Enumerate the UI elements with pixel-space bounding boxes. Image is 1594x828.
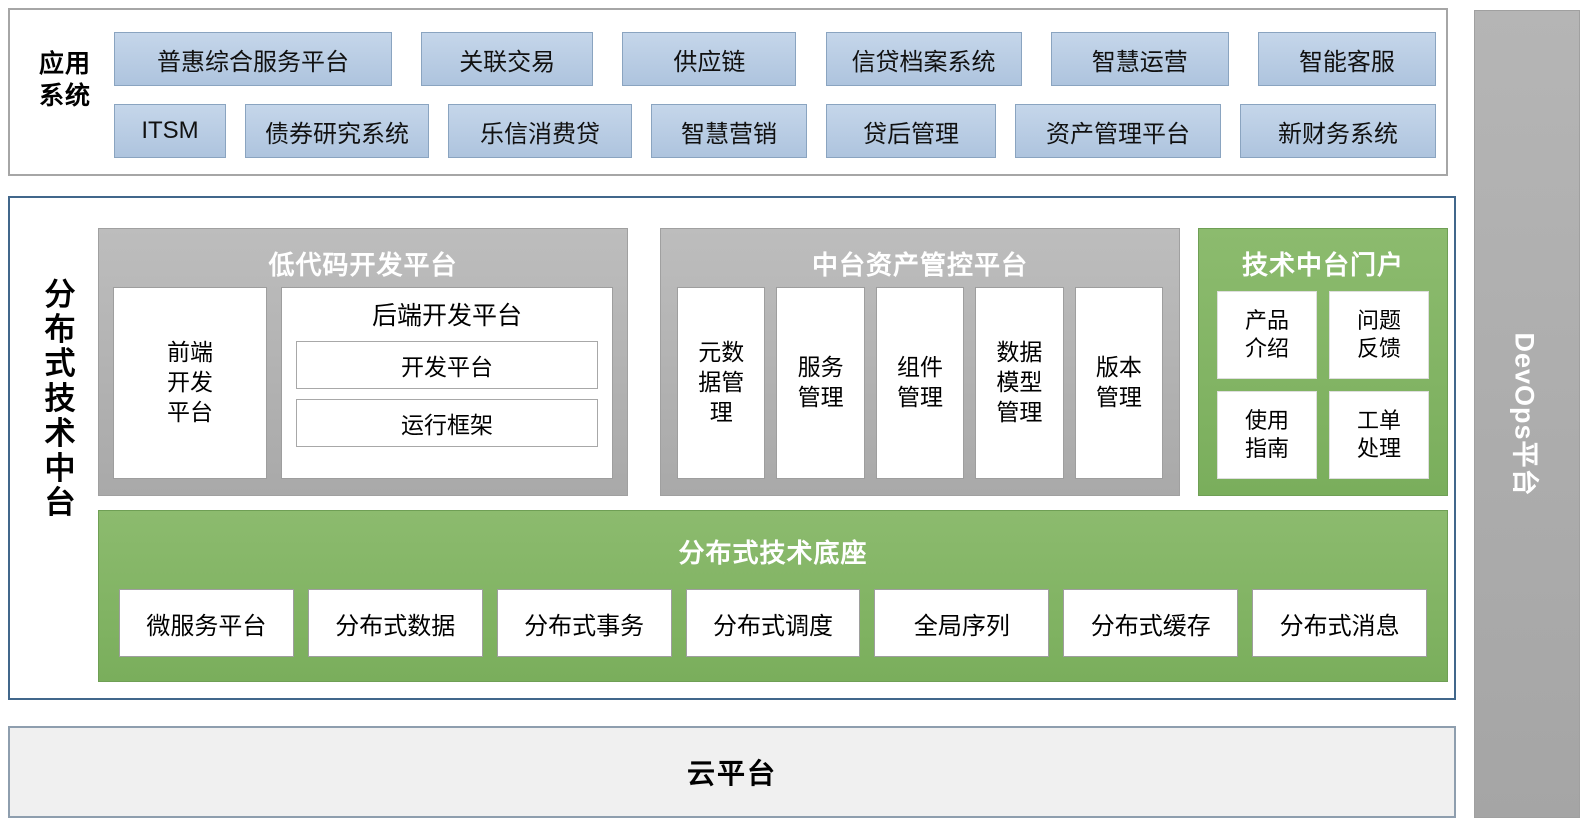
app-chip-smart-marketing[interactable]: 智慧营销 — [651, 104, 807, 158]
portal-item-issue-feedback-line-1: 问题 — [1356, 307, 1401, 333]
app-chip-lexin-consumer-loan[interactable]: 乐信消费贷 — [448, 104, 632, 158]
app-chip-credit-archive[interactable]: 信贷档案系统 — [825, 32, 1022, 86]
portal-item-product-intro-line-1: 产品 — [1244, 307, 1289, 333]
app-chip-asset-management-platform[interactable]: 资产管理平台 — [1015, 104, 1221, 158]
asset-control-platform-panel: 中台资产管控平台 元数 据管 理 服务 管理 — [660, 228, 1180, 496]
base-item-distributed-transaction[interactable]: 分布式事务 — [496, 589, 672, 657]
portal-item-ticket-handling[interactable]: 工单 处理 — [1329, 391, 1429, 479]
frontend-line-2: 开发 — [167, 369, 213, 396]
backend-dev-platform-box: 后端开发平台 开发平台 运行框架 — [281, 287, 613, 479]
portal-item-product-intro[interactable]: 产品 介绍 — [1217, 291, 1317, 379]
mid-label-char-7: 台 — [44, 485, 76, 521]
application-systems-label-line2: 系统 — [38, 82, 91, 110]
asset-item-metadata-line-2: 据管 — [698, 369, 745, 396]
devops-platform-title: DevOps平台 — [1509, 331, 1540, 497]
lowcode-dev-platform-panel: 低代码开发平台 前端 开发 平台 后端开发平台 开发平台 运行框架 — [98, 228, 628, 496]
frontend-dev-platform-box[interactable]: 前端 开发 平台 — [113, 287, 267, 479]
portal-item-user-guide[interactable]: 使用 指南 — [1217, 391, 1317, 479]
mid-label-char-6: 中 — [44, 450, 76, 486]
frontend-line-3: 平台 — [167, 398, 213, 425]
cloud-platform-layer: 云平台 — [8, 726, 1456, 818]
asset-item-data-model-line-2: 模型 — [996, 369, 1043, 396]
application-systems-label-line1: 应用 — [38, 50, 91, 78]
app-chip-post-loan-management[interactable]: 贷后管理 — [826, 104, 996, 158]
app-chip-supply-chain[interactable]: 供应链 — [622, 32, 797, 86]
portal-item-user-guide-line-1: 使用 — [1244, 407, 1289, 433]
application-row-1: 普惠综合服务平台 关联交易 供应链 信贷档案系统 智慧运营 智能客服 — [114, 32, 1436, 86]
asset-item-version-line-2: 管理 — [1095, 384, 1142, 410]
app-chip-inclusive-finance[interactable]: 普惠综合服务平台 — [114, 32, 392, 86]
backend-item-runtime-framework[interactable]: 运行框架 — [296, 399, 598, 447]
app-chip-smart-customer-service[interactable]: 智能客服 — [1257, 32, 1436, 86]
portal-item-issue-feedback[interactable]: 问题 反馈 — [1329, 291, 1429, 379]
base-item-global-sequence[interactable]: 全局序列 — [874, 589, 1050, 657]
app-chip-new-finance-system[interactable]: 新财务系统 — [1240, 104, 1436, 158]
asset-control-platform-body: 元数 据管 理 服务 管理 组件 管理 — [677, 287, 1164, 479]
portal-item-issue-feedback-line-2: 反馈 — [1356, 336, 1401, 361]
asset-item-service-line-2: 管理 — [797, 384, 844, 410]
asset-item-metadata-management[interactable]: 元数 据管 理 — [677, 287, 766, 479]
app-chip-bond-research[interactable]: 债券研究系统 — [245, 104, 429, 158]
asset-item-metadata-line-1: 元数 — [698, 339, 745, 366]
portal-item-ticket-handling-line-1: 工单 — [1356, 407, 1401, 433]
tech-platform-portal-title: 技术中台门户 — [1241, 250, 1404, 280]
lowcode-dev-platform-title: 低代码开发平台 — [268, 250, 458, 280]
devops-platform-rail: DevOps平台 — [1474, 10, 1580, 818]
asset-item-data-model-line-3: 管理 — [996, 398, 1043, 425]
asset-item-component-management[interactable]: 组件 管理 — [875, 287, 965, 479]
distributed-tech-platform-layer: 分 布 式 技 术 中 台 低代码开发平台 前端 开发 平台 后端开发平台 — [8, 196, 1456, 700]
asset-item-data-model-line-1: 数据 — [996, 339, 1043, 366]
asset-item-component-line-1: 组件 — [897, 354, 944, 381]
application-systems-grid: 普惠综合服务平台 关联交易 供应链 信贷档案系统 智慧运营 智能客服 ITSM … — [114, 32, 1436, 158]
asset-item-data-model-management[interactable]: 数据 模型 管理 — [975, 287, 1064, 479]
tech-platform-portal-panel: 技术中台门户 产品 介绍 问题 反馈 使用 — [1198, 228, 1448, 496]
asset-item-version-line-1: 版本 — [1095, 354, 1142, 381]
app-chip-itsm[interactable]: ITSM — [114, 104, 226, 158]
lowcode-dev-platform-body: 前端 开发 平台 后端开发平台 开发平台 运行框架 — [113, 287, 613, 479]
cloud-platform-title: 云平台 — [686, 758, 777, 789]
portal-item-ticket-handling-line-2: 处理 — [1356, 436, 1401, 461]
base-item-distributed-cache[interactable]: 分布式缓存 — [1063, 589, 1239, 657]
asset-item-version-management[interactable]: 版本 管理 — [1074, 287, 1164, 479]
backend-dev-platform-title: 后端开发平台 — [371, 302, 522, 330]
mid-label-char-1: 分 — [44, 277, 76, 312]
distributed-tech-platform-label: 分 布 式 技 术 中 台 — [32, 277, 88, 521]
mid-label-char-2: 布 — [44, 311, 76, 347]
backend-item-dev-platform[interactable]: 开发平台 — [296, 341, 598, 389]
asset-item-component-line-2: 管理 — [897, 384, 944, 410]
distributed-tech-base-row: 微服务平台 分布式数据 分布式事务 分布式调度 全局序列 分布式缓存 分布式消息 — [119, 589, 1428, 657]
base-item-distributed-message[interactable]: 分布式消息 — [1252, 589, 1428, 657]
asset-item-service-management[interactable]: 服务 管理 — [776, 287, 865, 479]
mid-label-char-3: 式 — [44, 346, 76, 382]
application-systems-layer: 应用 系统 普惠综合服务平台 关联交易 供应链 信贷档案系统 智慧运营 智能客服… — [8, 8, 1448, 176]
application-systems-label: 应用 系统 — [22, 48, 108, 112]
portal-item-user-guide-line-2: 指南 — [1244, 436, 1289, 461]
distributed-tech-base-title: 分布式技术底座 — [678, 538, 868, 568]
base-item-microservice-platform[interactable]: 微服务平台 — [119, 589, 294, 657]
base-item-distributed-scheduling[interactable]: 分布式调度 — [685, 589, 861, 657]
mid-label-char-5: 术 — [44, 415, 76, 451]
app-chip-related-transactions[interactable]: 关联交易 — [421, 32, 594, 86]
base-item-distributed-data[interactable]: 分布式数据 — [307, 589, 483, 657]
mid-label-char-4: 技 — [44, 381, 76, 417]
portal-item-product-intro-line-2: 介绍 — [1244, 336, 1289, 361]
asset-item-metadata-line-3: 理 — [709, 398, 733, 425]
asset-control-platform-title: 中台资产管控平台 — [811, 250, 1028, 280]
distributed-tech-base-panel: 分布式技术底座 微服务平台 分布式数据 分布式事务 分布式调度 全局序列 分布式… — [98, 510, 1448, 682]
application-row-2: ITSM 债券研究系统 乐信消费贷 智慧营销 贷后管理 资产管理平台 新财务系统 — [114, 104, 1436, 158]
app-chip-smart-operations[interactable]: 智慧运营 — [1050, 32, 1229, 86]
tech-platform-portal-grid: 产品 介绍 问题 反馈 使用 指南 — [1217, 291, 1429, 479]
frontend-line-1: 前端 — [167, 339, 213, 366]
asset-item-service-line-1: 服务 — [797, 354, 844, 381]
